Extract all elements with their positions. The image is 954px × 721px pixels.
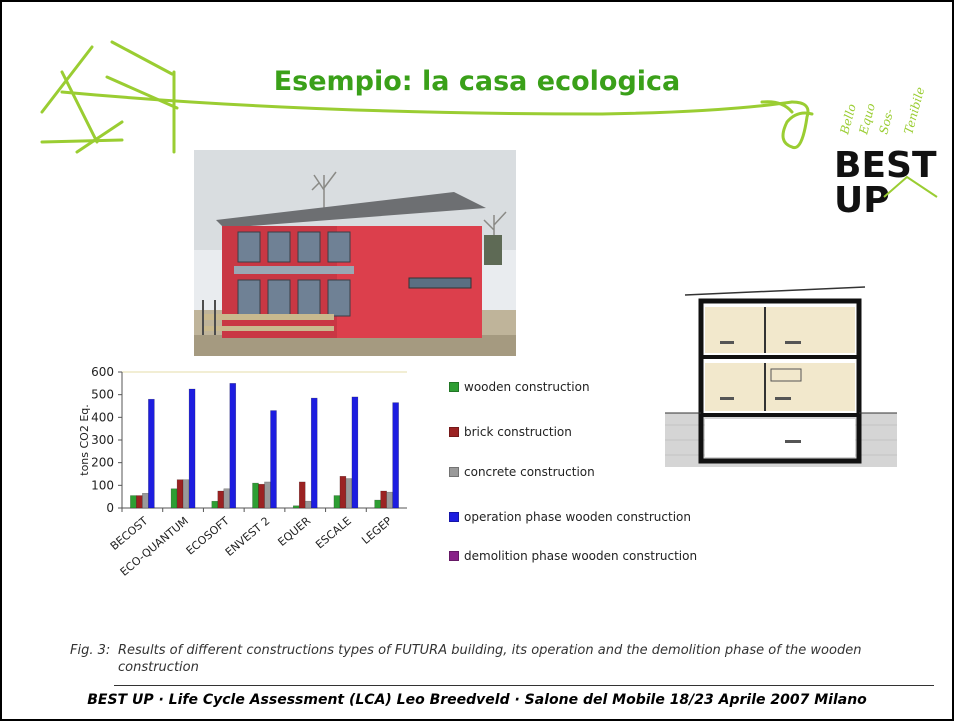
- bar: [386, 491, 393, 509]
- logo-word-sos: Sos-: [876, 107, 896, 135]
- branch-decoration: [40, 40, 814, 154]
- legend-label: wooden construction: [464, 380, 590, 394]
- x-tick-label: ENVEST 2: [223, 514, 273, 559]
- legend-item-demolition: demolition phase wooden construction: [449, 549, 697, 563]
- bar: [211, 500, 219, 509]
- y-tick-label: 0: [106, 501, 114, 515]
- logo-word-tenibile: Tenibile: [901, 86, 927, 136]
- legend-swatch: [449, 382, 459, 392]
- figure-caption-text: Results of different constructions types…: [118, 643, 862, 675]
- bar: [142, 493, 149, 509]
- bar: [270, 410, 277, 509]
- bar: [258, 483, 265, 509]
- legend-swatch: [449, 427, 459, 437]
- logo-up-text: UP: [834, 180, 890, 221]
- bar: [136, 495, 143, 509]
- bar: [182, 479, 190, 509]
- logo-word-equo: Equo: [856, 102, 878, 137]
- bar: [374, 499, 381, 509]
- house-photo: [194, 150, 516, 356]
- x-tick-label: LEGEP: [359, 514, 395, 547]
- bar: [229, 383, 237, 509]
- y-axis-label: tons CO2 Eq.: [78, 404, 91, 476]
- legend-label: operation phase wooden construction: [464, 510, 691, 524]
- bar: [148, 398, 155, 509]
- bar: [130, 495, 137, 509]
- bar: [298, 481, 306, 509]
- legend-item-operation: operation phase wooden construction: [449, 510, 691, 524]
- bar: [292, 505, 300, 509]
- y-tick-label: 400: [91, 410, 114, 424]
- x-tick-label: ESCALE: [313, 514, 354, 551]
- y-tick-label: 600: [91, 365, 114, 379]
- bar: [264, 481, 271, 509]
- legend-item-brick: brick construction: [449, 425, 572, 439]
- x-tick-label: ECO-QUANTUM: [118, 514, 191, 578]
- legend-swatch: [449, 551, 459, 561]
- slide-title: Esempio: la casa ecologica: [273, 66, 681, 97]
- figure-label: Fig. 3:: [70, 643, 111, 658]
- bar: [217, 490, 225, 509]
- bar: [351, 396, 359, 509]
- bar: [345, 478, 353, 509]
- bar: [380, 490, 387, 509]
- bar: [252, 482, 259, 509]
- y-tick-label: 200: [91, 456, 114, 470]
- bar: [392, 402, 399, 509]
- bar: [223, 488, 231, 509]
- logo-best-text: BEST: [834, 145, 937, 186]
- bar: [170, 488, 178, 509]
- legend-swatch: [449, 512, 459, 522]
- legend-item-concrete: concrete construction: [449, 465, 595, 479]
- bar: [339, 476, 347, 509]
- building-section-drawing: [665, 285, 897, 467]
- x-tick-label: EQUER: [275, 514, 313, 549]
- bar: [333, 495, 341, 509]
- legend-swatch: [449, 467, 459, 477]
- slide-footer: BEST UP · Life Cycle Assessment (LCA) Le…: [87, 692, 867, 708]
- bar: [310, 397, 318, 509]
- footer-divider: [114, 685, 934, 686]
- best-up-logo: Bello Equo Sos- Tenibile BEST UP: [834, 86, 938, 221]
- legend-label: brick construction: [464, 425, 572, 439]
- legend-label: demolition phase wooden construction: [464, 549, 698, 563]
- legend-label: concrete construction: [464, 465, 595, 479]
- y-tick-label: 300: [91, 433, 114, 447]
- y-tick-label: 500: [91, 388, 114, 402]
- bar: [176, 479, 184, 509]
- bar: [188, 388, 196, 509]
- y-tick-label: 100: [91, 478, 114, 492]
- bar: [304, 500, 312, 509]
- legend-item-wooden: wooden construction: [449, 380, 590, 394]
